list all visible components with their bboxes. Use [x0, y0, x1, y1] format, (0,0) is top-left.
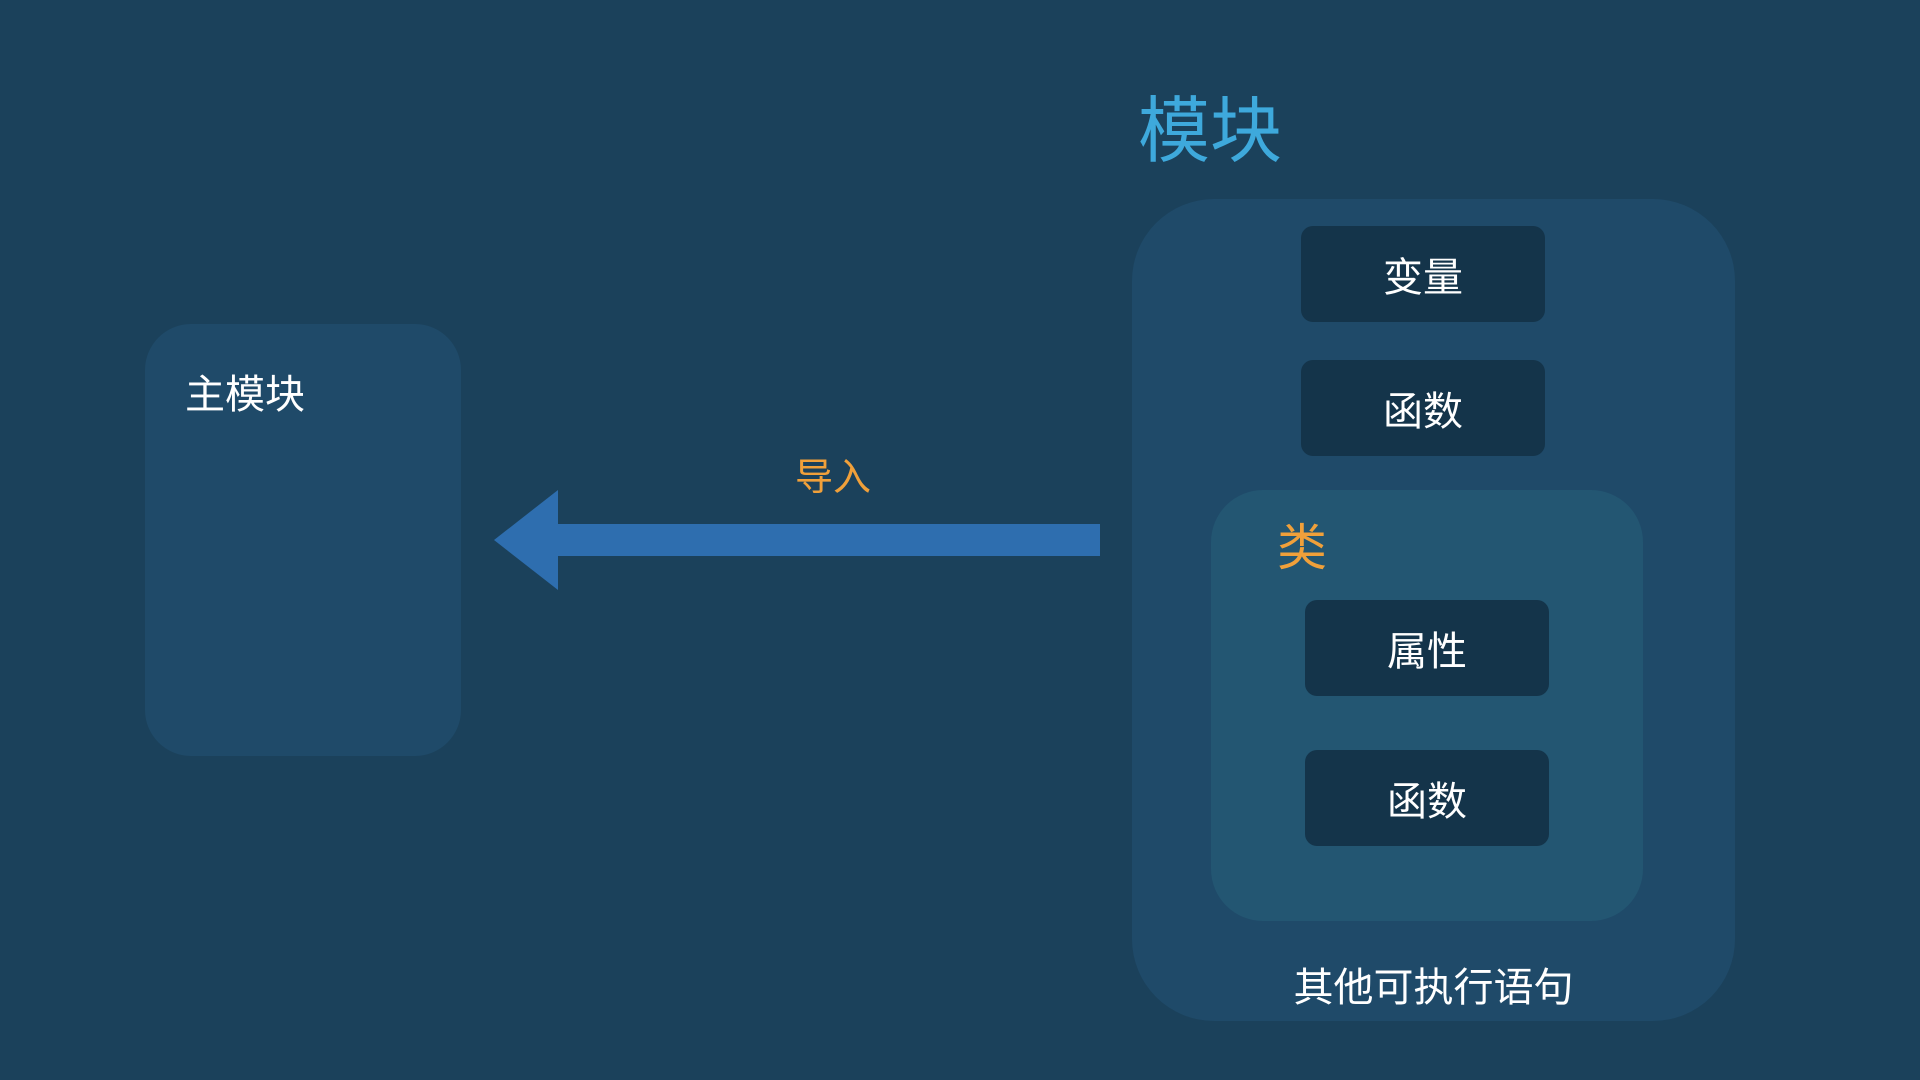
class-attribute-label: 属性 — [1387, 629, 1467, 675]
class-method-label: 函数 — [1387, 779, 1467, 825]
module-function-item: 函数 — [1301, 360, 1545, 456]
class-label: 类 — [1277, 519, 1327, 577]
main-module-box: 主模块 — [145, 324, 461, 756]
module-title: 模块 — [1138, 89, 1283, 173]
class-box: 类 属性 函数 — [1211, 490, 1643, 921]
module-variable-label: 变量 — [1383, 255, 1463, 301]
import-arrow-label: 导入 — [795, 455, 872, 499]
module-box: 变量 函数 类 属性 函数 其他可执行语句 — [1132, 199, 1735, 1021]
module-function-label: 函数 — [1383, 389, 1463, 435]
main-module-label: 主模块 — [185, 372, 305, 418]
class-method-item: 函数 — [1305, 750, 1549, 846]
other-statements-label: 其他可执行语句 — [1293, 965, 1574, 1011]
class-attribute-item: 属性 — [1305, 600, 1549, 696]
module-variable-item: 变量 — [1301, 226, 1545, 322]
import-arrow — [494, 490, 1100, 590]
import-arrow-shape — [494, 490, 1100, 590]
